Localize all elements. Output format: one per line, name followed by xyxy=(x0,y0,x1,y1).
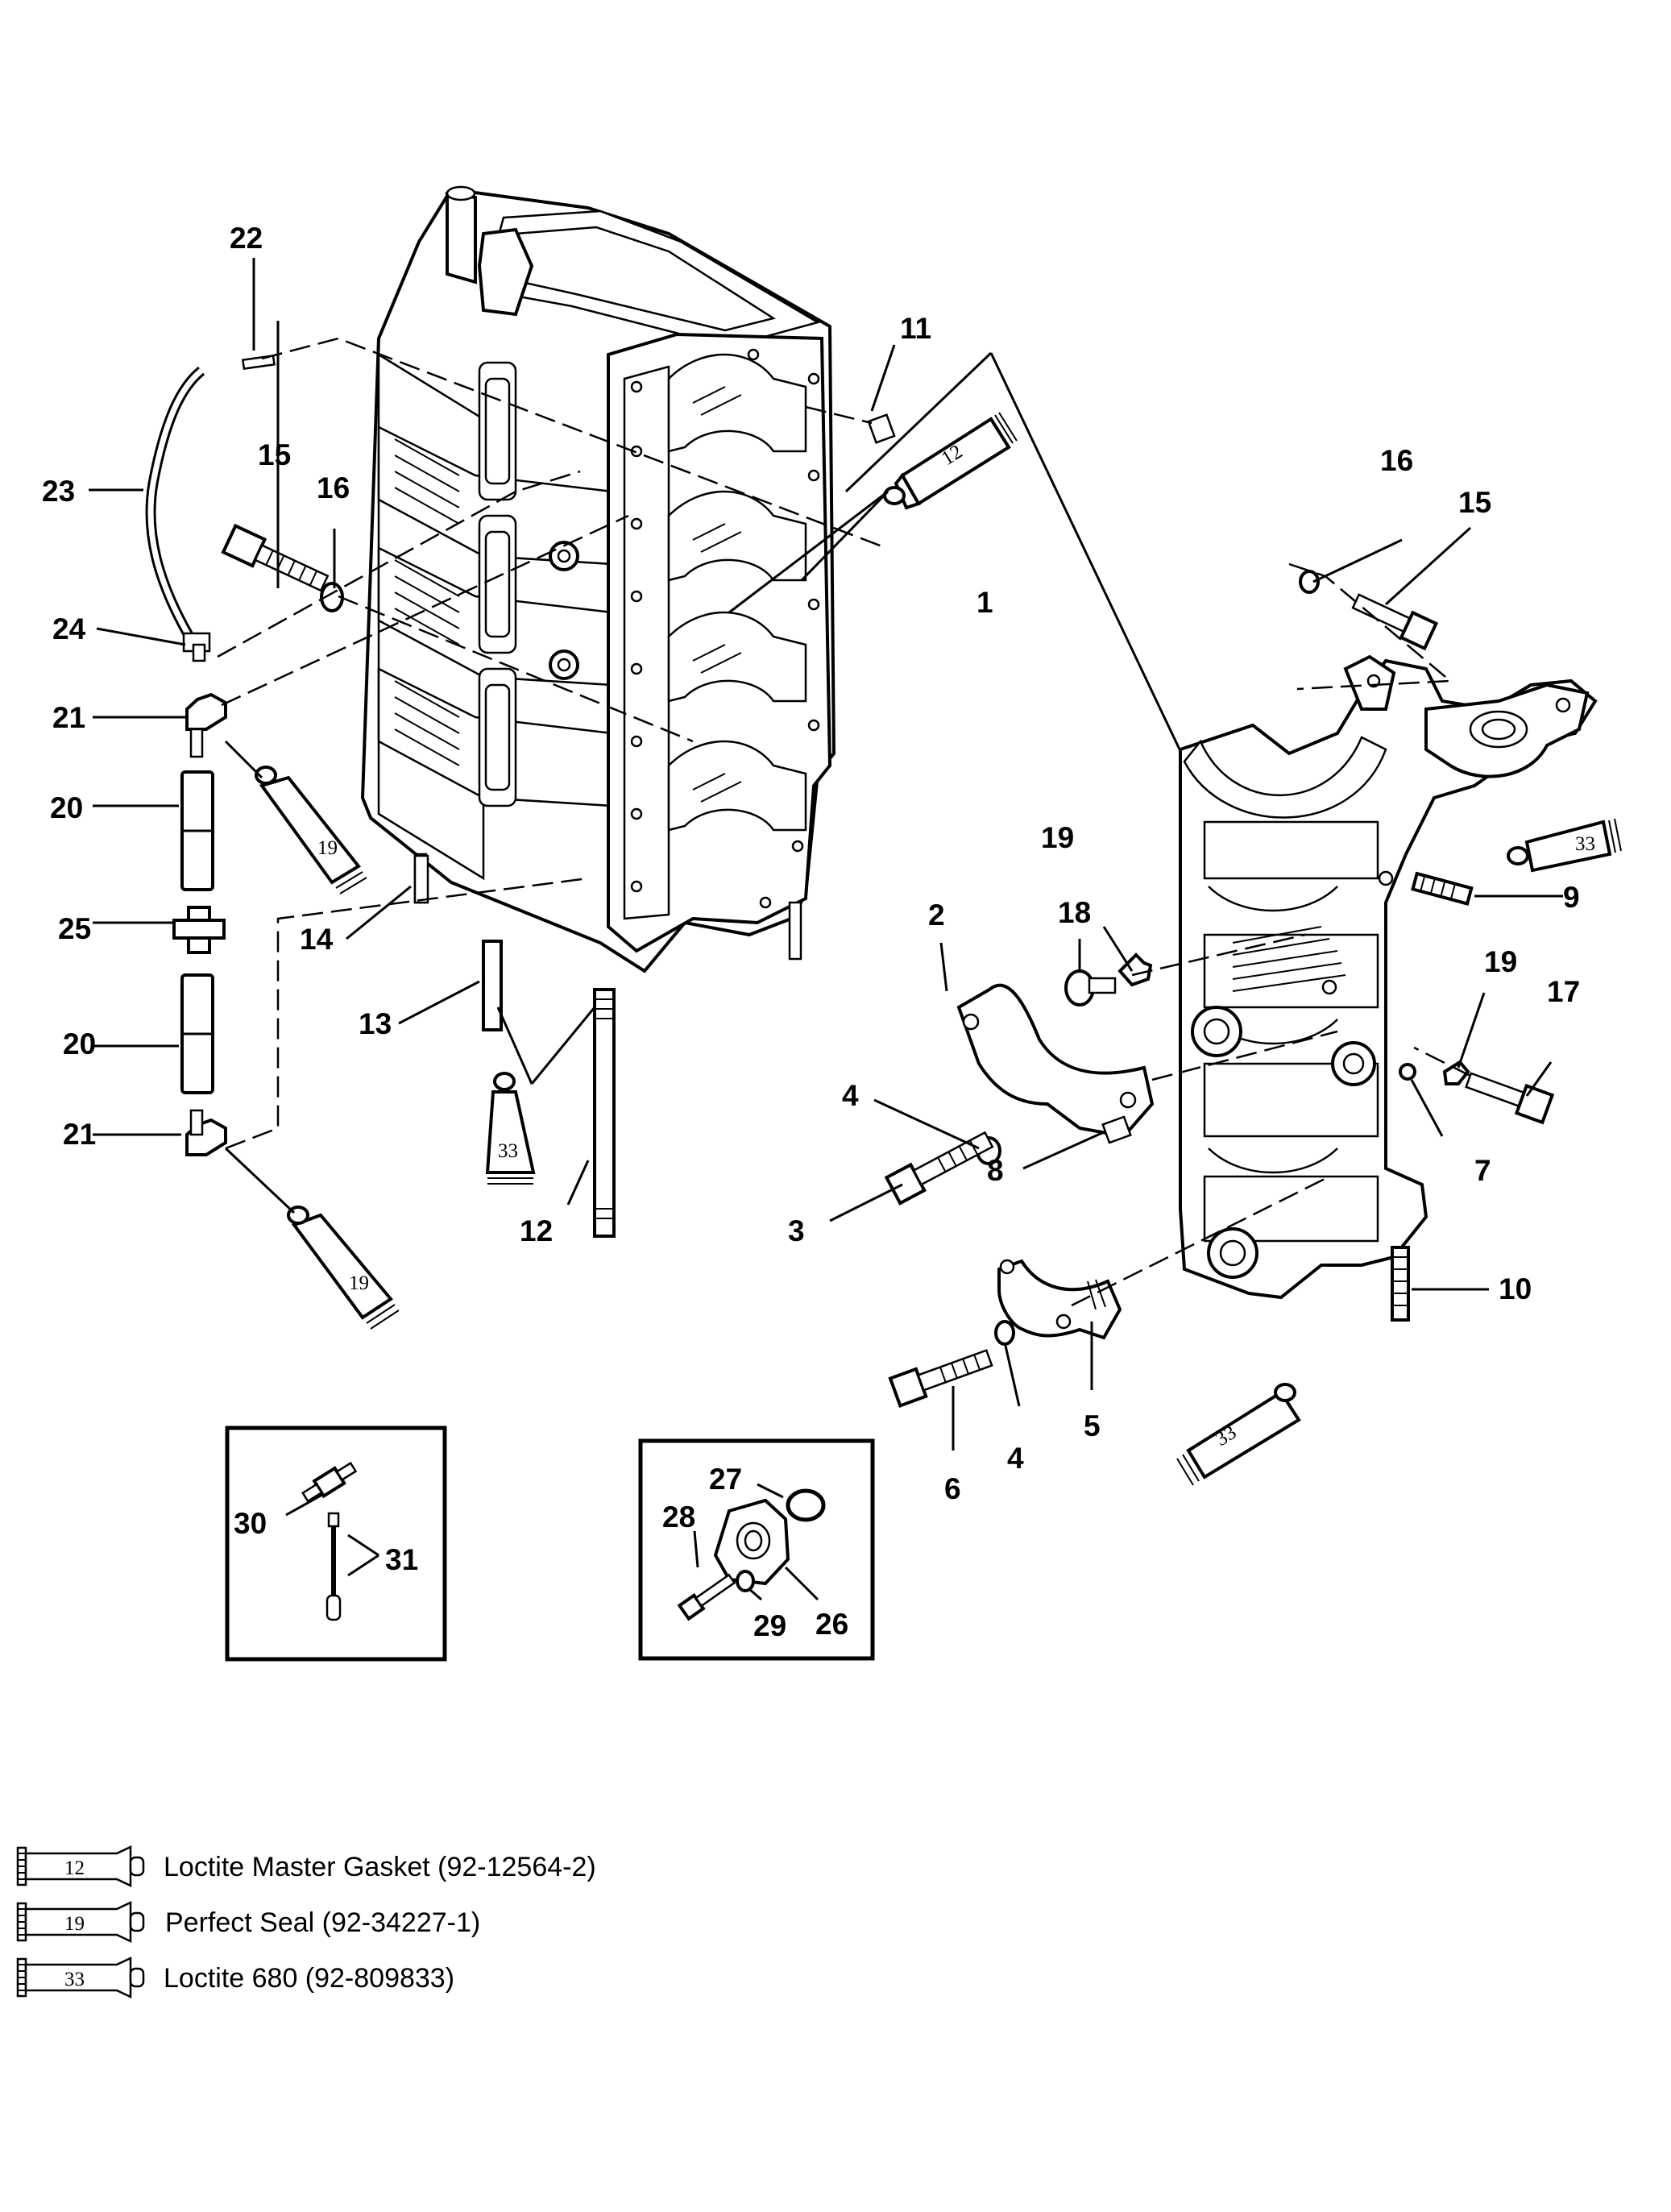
tab-washer-19-upper xyxy=(1117,952,1153,987)
flange-bolt-holes xyxy=(630,348,820,909)
sealant-tube-33-lower: 33 xyxy=(1176,1383,1301,1486)
callout-18: 18 xyxy=(1058,896,1091,929)
callout-9: 9 xyxy=(1563,881,1580,914)
callout-25: 25 xyxy=(58,912,91,945)
callout-26: 26 xyxy=(815,1608,848,1641)
tab-washer-19-lower xyxy=(1442,1060,1470,1085)
washer-29 xyxy=(736,1570,755,1592)
bearing-saddles xyxy=(667,353,807,832)
callout-numbers: 1 2 3 4 4 5 6 7 8 9 10 11 12 13 14 15 15… xyxy=(42,222,1580,1642)
stud-12 xyxy=(593,988,616,1238)
tube-33-right-label: 33 xyxy=(1575,833,1595,855)
elbow-fitting-21-bottom xyxy=(185,1109,227,1156)
legend-text-33: Loctite 680 (92-809833) xyxy=(164,1963,454,1994)
washer-4-lower xyxy=(994,1320,1015,1346)
callout-16a: 16 xyxy=(317,471,350,504)
crankcase-half xyxy=(1179,654,1598,1300)
bolt-3 xyxy=(884,1131,994,1206)
callout-31: 31 xyxy=(385,1543,418,1576)
crankcase-ribs xyxy=(1203,820,1379,1243)
legend-code-33: 33 xyxy=(64,1969,85,1990)
stud-14 xyxy=(413,854,429,904)
callout-19b: 19 xyxy=(1484,945,1517,978)
callout-1: 1 xyxy=(976,586,993,619)
legend-row-12: 12 Loctite Master Gasket (92-12564-2) xyxy=(16,1845,596,1887)
fitting-24 xyxy=(182,632,211,662)
sealant-tube-33-right: 33 xyxy=(1507,818,1622,873)
legend-text-12: Loctite Master Gasket (92-12564-2) xyxy=(164,1852,596,1882)
tube-19-upper-label: 19 xyxy=(317,837,338,859)
bearing-cap-2 xyxy=(956,983,1155,1139)
callout-8: 8 xyxy=(987,1154,1004,1187)
legend-row-33: 33 Loctite 680 (92-809833) xyxy=(16,1957,454,1998)
callout-27: 27 xyxy=(709,1463,742,1496)
tube-33-center-label: 33 xyxy=(498,1140,518,1162)
elbow-fitting-21-top xyxy=(185,692,227,758)
callout-4b: 4 xyxy=(1007,1442,1024,1475)
stud-10 xyxy=(1391,1246,1410,1322)
inset-box-30-31 xyxy=(225,1426,447,1662)
inset-box-26-29 xyxy=(638,1438,875,1661)
sealant-tube-19-lower: 19 xyxy=(287,1206,400,1330)
callout-24: 24 xyxy=(52,612,86,645)
sealant-tube-19-upper: 19 xyxy=(255,766,367,894)
callout-17: 17 xyxy=(1547,975,1580,1008)
stud-9 xyxy=(1411,871,1474,906)
callout-16b: 16 xyxy=(1380,444,1413,477)
alignment-lines xyxy=(217,337,1471,1307)
callout-15b: 15 xyxy=(1458,486,1491,519)
o-ring-27 xyxy=(786,1488,826,1522)
bearing-cap-5 xyxy=(997,1259,1122,1340)
screw-18 xyxy=(1064,969,1117,1006)
bolt-15-left xyxy=(221,523,330,592)
screw-28 xyxy=(677,1573,736,1621)
callout-2: 2 xyxy=(928,898,945,932)
callout-20a: 20 xyxy=(50,791,83,824)
callout-21a: 21 xyxy=(52,701,85,734)
legend-code-12: 12 xyxy=(64,1857,85,1879)
callout-13: 13 xyxy=(359,1007,392,1040)
dowel-pin-22 xyxy=(241,355,276,371)
dowel-11 xyxy=(867,413,896,444)
dowel-8 xyxy=(1101,1115,1132,1144)
callout-3: 3 xyxy=(788,1214,805,1247)
legend-code-19: 19 xyxy=(64,1913,85,1935)
callout-15a: 15 xyxy=(258,438,291,471)
callout-23: 23 xyxy=(42,475,75,508)
legend-text-19: Perfect Seal (92-34227-1) xyxy=(165,1907,480,1938)
callout-20b: 20 xyxy=(63,1027,96,1060)
callout-29: 29 xyxy=(753,1609,786,1642)
callout-19a: 19 xyxy=(1041,821,1074,854)
tee-fitting-25 xyxy=(172,906,226,954)
washer-16-right xyxy=(1299,570,1320,594)
callout-5: 5 xyxy=(1084,1409,1101,1442)
leader-lines xyxy=(89,258,1563,1450)
callout-21b: 21 xyxy=(63,1118,96,1151)
sealant-tube-12: 12 xyxy=(883,412,1018,510)
tube-19-lower-label: 19 xyxy=(349,1272,369,1294)
callout-7: 7 xyxy=(1474,1154,1491,1187)
callout-11: 11 xyxy=(900,312,931,345)
sealant-tube-33-center: 33 xyxy=(485,1072,536,1185)
callout-12: 12 xyxy=(520,1214,553,1247)
legend-row-19: 19 Perfect Seal (92-34227-1) xyxy=(16,1901,480,1943)
callout-14: 14 xyxy=(300,923,334,956)
sealant-legend: 12 Loctite Master Gasket (92-12564-2) 19… xyxy=(16,1845,596,1998)
bolt-17 xyxy=(1465,1072,1555,1125)
cylinder-block xyxy=(360,185,836,973)
pin-13 xyxy=(482,940,503,1031)
bolt-6 xyxy=(888,1349,993,1408)
callout-28: 28 xyxy=(662,1500,695,1533)
callout-22: 22 xyxy=(230,222,263,255)
transfer-ports xyxy=(478,361,517,807)
callout-6: 6 xyxy=(944,1472,961,1505)
callout-4a: 4 xyxy=(842,1079,859,1112)
plug-7 xyxy=(1399,1063,1416,1081)
callout-10: 10 xyxy=(1499,1272,1532,1305)
callout-30: 30 xyxy=(234,1507,267,1540)
